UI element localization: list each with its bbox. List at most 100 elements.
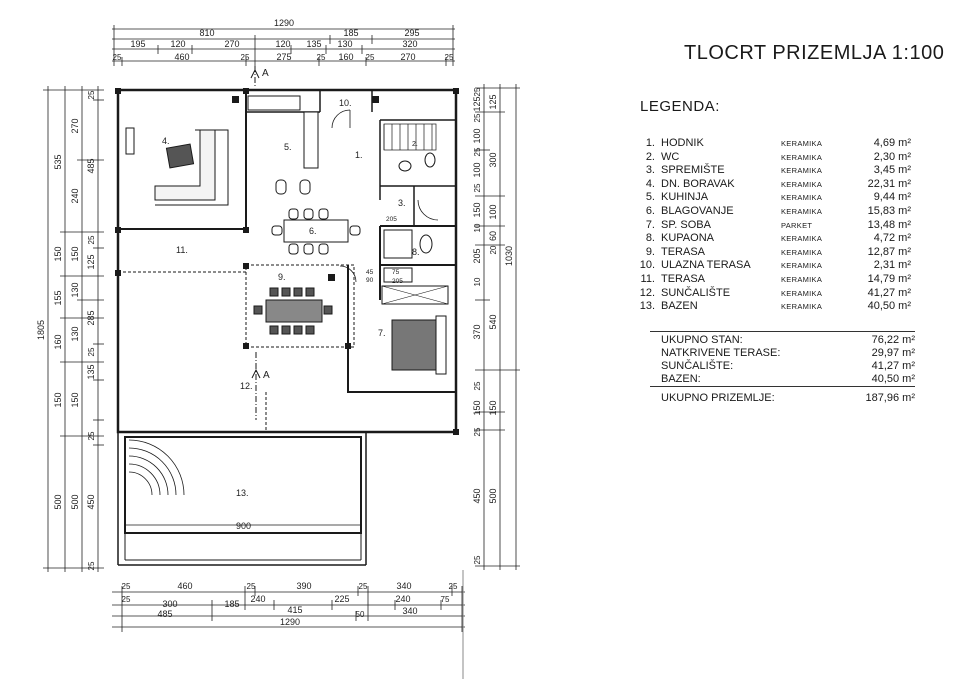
room-label-6: 6. — [309, 226, 317, 236]
room-number: 11. — [640, 272, 655, 285]
dim-label: 125 — [472, 96, 482, 111]
dim-label: 45 — [366, 269, 374, 276]
room-number: 9. — [645, 245, 655, 258]
room-name: KUHINJA — [661, 191, 709, 204]
total-value: 41,27 — [871, 360, 900, 372]
dim-label: 160 — [338, 52, 353, 62]
dim-label: 25 — [473, 113, 482, 122]
furniture — [125, 95, 447, 375]
dim-label: 390 — [296, 581, 311, 591]
dim-label: 130 — [70, 326, 80, 341]
unit: m² — [902, 373, 915, 385]
room-label-7: 7. — [378, 328, 386, 338]
pool-area — [117, 272, 367, 566]
room-area: 41,27 m² — [841, 287, 911, 301]
dim-label: 485 — [157, 609, 172, 619]
dim-label: 120 — [170, 39, 185, 49]
room-material: KERAMIKA — [781, 193, 823, 203]
room-area-value: 40,50 — [867, 300, 896, 313]
dim-label: 125 — [86, 254, 96, 269]
dim-label: 240 — [250, 594, 265, 604]
divider — [650, 386, 915, 387]
dim-label: 25 — [473, 183, 482, 192]
page-title: TLOCRT PRIZEMLJA 1:100 — [684, 42, 945, 64]
room-label-13: 13. — [236, 488, 249, 498]
total-row: SUNČALIŠTE:41,27 m² — [661, 360, 915, 373]
left-dimensions — [43, 86, 104, 572]
room-area: 12,87 m² — [841, 246, 911, 260]
room-material: KERAMIKA — [781, 139, 823, 148]
room-area-value: 14,79 — [867, 272, 896, 285]
room-area: 3,45 m² — [841, 164, 911, 178]
room-area: 4,72 m² — [841, 232, 911, 246]
dim-label: 150 — [472, 400, 482, 415]
section-markers — [250, 66, 261, 420]
room-area-value: 3,45 — [873, 164, 896, 177]
dim-label: 130 — [337, 39, 352, 49]
walls — [116, 88, 458, 434]
dim-label: 75 — [441, 595, 450, 604]
total-label: NATKRIVENE TERASE: — [661, 347, 781, 359]
room-labels: 1. 2. 3. 4. 5. 6. 7. 8. 9. 10. 11. 12. 1… — [162, 98, 420, 498]
dim-label: 185 — [343, 28, 358, 38]
dim-label: 160 — [53, 334, 63, 349]
dim-label: 25 — [473, 147, 482, 156]
dim-label: 285 — [86, 310, 96, 325]
dim-label: 500 — [53, 494, 63, 509]
dim-label: 75 — [392, 269, 400, 276]
dim-label: 535 — [53, 154, 63, 169]
room-material: PARKET — [781, 220, 813, 230]
room-name: TERASA — [661, 272, 706, 285]
room-area: 9,44 m² — [841, 191, 911, 205]
dim-label: 10 — [473, 277, 482, 286]
inner-dimension-labels: 205 75 205 45 90 900 — [236, 216, 403, 531]
room-material: KERAMIKA — [781, 288, 823, 298]
room-label-8: 8. — [412, 247, 420, 257]
dim-label: 155 — [53, 290, 63, 305]
room-area-value: 2,30 — [873, 150, 896, 163]
dim-label: 25 — [449, 582, 458, 591]
pillars — [115, 88, 459, 435]
bottom-dimensions — [112, 586, 465, 632]
dim-label: 25 — [113, 53, 122, 62]
room-material: KERAMIKA — [781, 206, 823, 216]
room-area-value: 4,69 — [873, 137, 896, 149]
dim-label: 1030 — [504, 246, 514, 266]
dim-label: 25 — [87, 561, 96, 570]
room-material: KERAMIKA — [781, 247, 823, 257]
unit: m² — [898, 191, 911, 204]
room-number: 13. — [639, 300, 655, 313]
unit: m² — [898, 204, 911, 217]
dim-label: 25 — [87, 347, 96, 356]
room-material: KERAMIKA — [781, 274, 823, 284]
total-value-cell: 40,50 m² — [837, 373, 915, 386]
room-material: KERAMIKA — [781, 152, 823, 162]
dim-label: 100 — [472, 162, 482, 177]
total-row: NATKRIVENE TERASE:29,97 m² — [661, 347, 915, 360]
dim-label: 25 — [87, 235, 96, 244]
room-area-value: 22,31 — [867, 177, 896, 190]
room-area: 14,79 m² — [841, 273, 911, 287]
dim-label: 205 — [386, 216, 397, 223]
dim-label: 1805 — [36, 320, 46, 340]
unit: m² — [898, 150, 911, 163]
dim-label: 370 — [472, 324, 482, 339]
room-label-4: 4. — [162, 136, 170, 146]
dim-label: 340 — [402, 606, 417, 616]
dim-label: 10 — [473, 223, 482, 232]
room-number: 7. — [645, 218, 655, 231]
room-label-10: 10. — [339, 98, 352, 108]
dim-label: 100 — [472, 128, 482, 143]
room-area-value: 12,87 — [867, 245, 896, 258]
dim-label: 25 — [473, 555, 482, 564]
room-name: SP. SOBA — [661, 218, 711, 231]
dim-label: 500 — [488, 488, 498, 503]
room-number: 4. — [645, 177, 655, 190]
room-area-value: 9,44 — [873, 191, 896, 204]
room-number: 8. — [645, 232, 655, 245]
total-value: 40,50 — [871, 373, 900, 385]
